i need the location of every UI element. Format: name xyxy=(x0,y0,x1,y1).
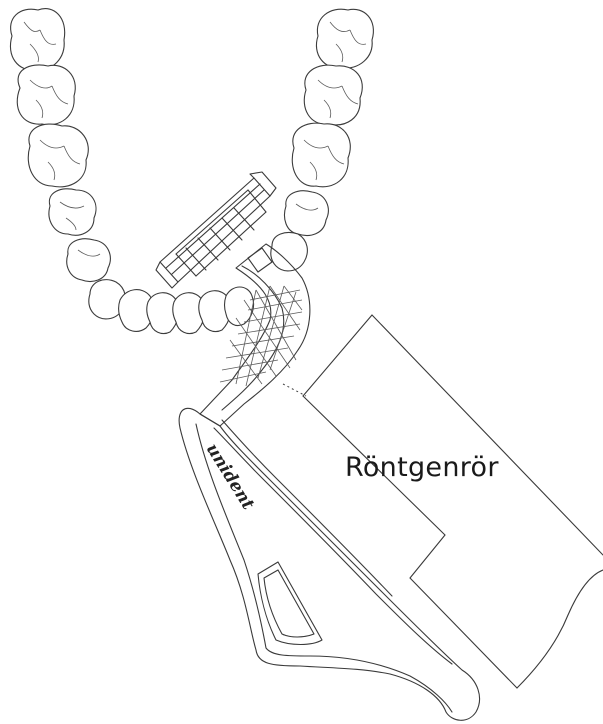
bite-block xyxy=(156,172,276,288)
tooth-right-4 xyxy=(285,191,329,236)
tooth-right-3 xyxy=(292,123,350,187)
dental-arch xyxy=(10,9,373,334)
tooth-left-2 xyxy=(17,65,75,125)
tooth-front-5 xyxy=(225,287,254,326)
tooth-right-2 xyxy=(304,65,362,125)
tooth-left-3 xyxy=(28,124,88,187)
tooth-left-5 xyxy=(67,239,111,282)
tooth-left-1 xyxy=(10,9,64,71)
tooth-left-4 xyxy=(49,189,96,235)
tooth-right-1 xyxy=(316,9,373,68)
xray-tube-label: Röntgenrör xyxy=(345,452,499,483)
holder-arm xyxy=(200,244,310,426)
xray-tube-outline xyxy=(283,315,603,688)
film-holder: unident xyxy=(156,172,480,720)
